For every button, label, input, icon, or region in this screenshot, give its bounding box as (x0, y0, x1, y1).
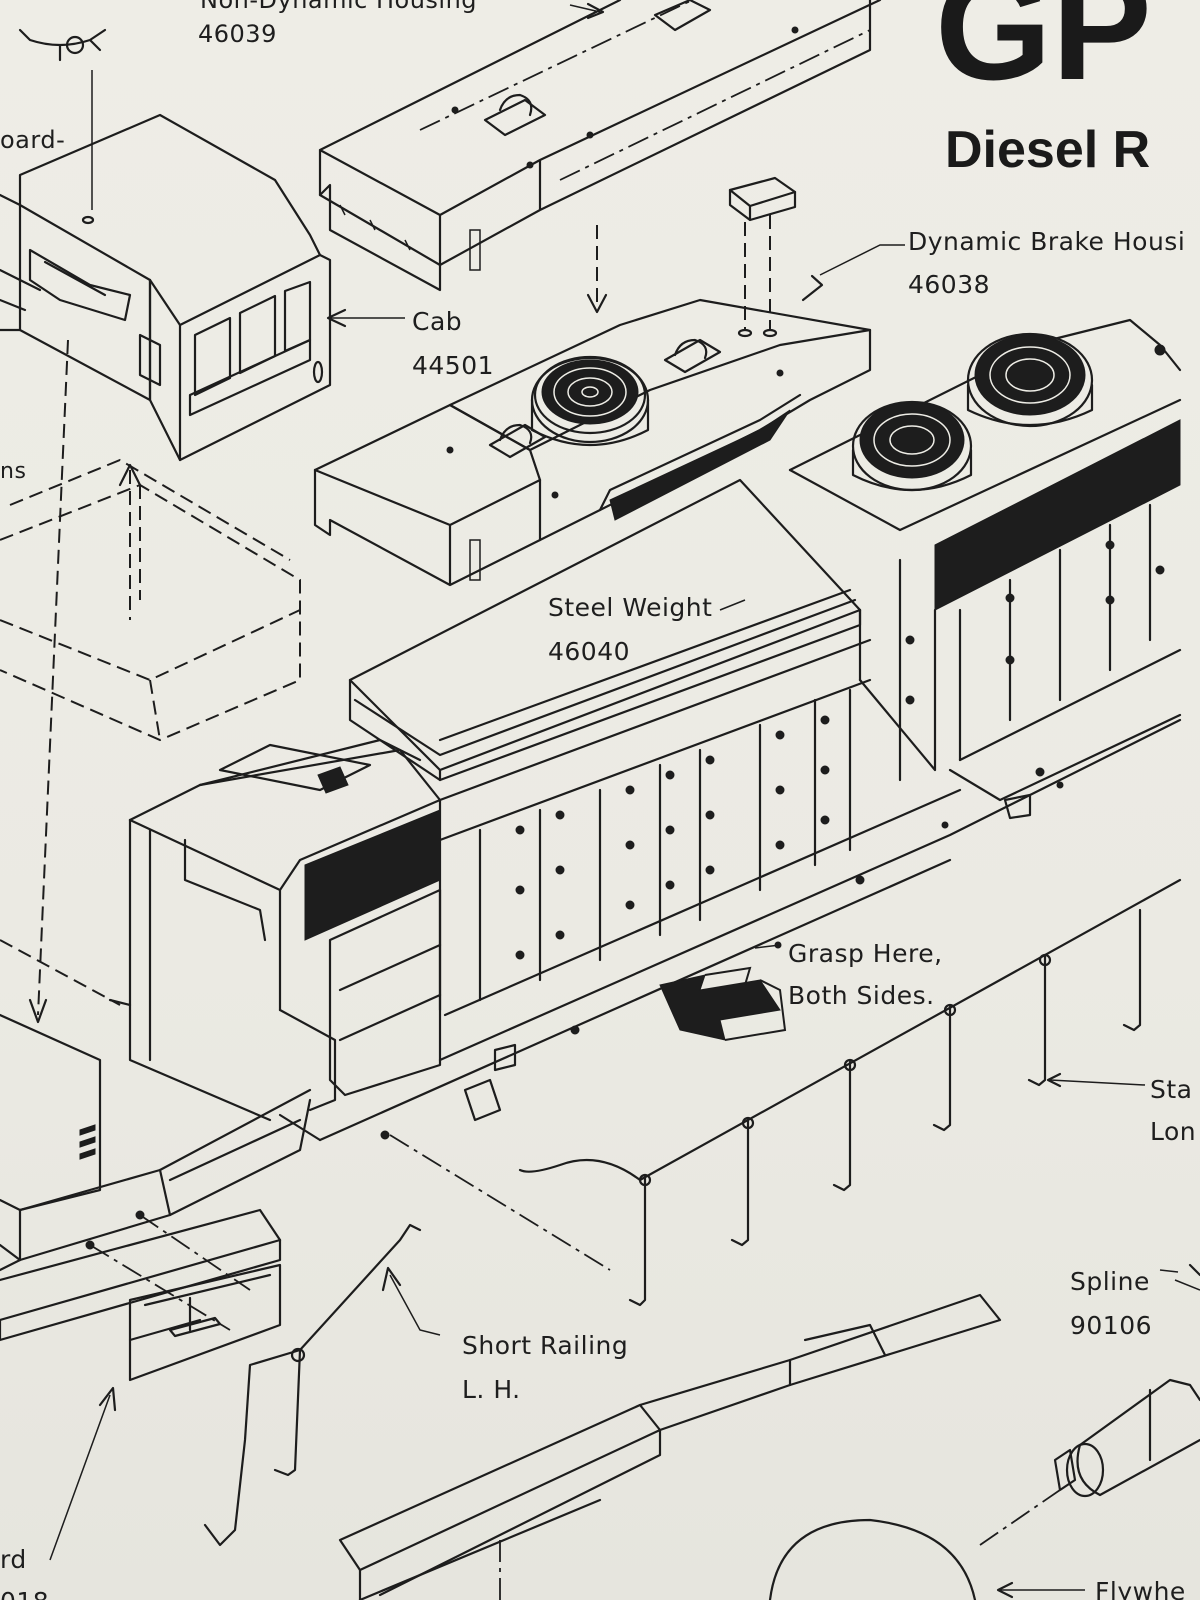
model-subtitle: Diesel R (945, 121, 1151, 179)
cab-part (0, 113, 332, 462)
non-dynamic-housing (318, 0, 882, 292)
dynamic-brake-housing-label: Dynamic Brake Housi (908, 227, 1186, 256)
grasp-label-line2: Both Sides. (788, 981, 935, 1010)
cab-label: Cab (412, 307, 463, 336)
horn-part-number: 46039 (198, 20, 277, 48)
flywheel-label-fragment: Flywhe (1095, 1577, 1186, 1600)
short-railing-label: Short Railing (462, 1331, 629, 1360)
flywheel-part (768, 1489, 1061, 1600)
steel-weight-label: Steel Weight (548, 593, 713, 622)
spline-label: Spline (1070, 1267, 1150, 1296)
cab-part-number: 44501 (412, 351, 495, 380)
stanchion-label-fragment-2: Lon (1150, 1117, 1197, 1146)
front-pilot (0, 1013, 611, 1342)
grasp-label-line1: Grasp Here, (788, 939, 943, 968)
non-dynamic-housing-label: Non-Dynamic Housing (200, 0, 478, 14)
grasp-arrow-icon (659, 966, 787, 1041)
short-railing-side: L. H. (462, 1375, 521, 1404)
stanchion-label-fragment-1: Sta (1150, 1075, 1193, 1104)
spline-part-number: 90106 (1070, 1311, 1153, 1340)
cap-part (728, 176, 797, 338)
left-edge-label-fragment: ns (0, 459, 27, 484)
dashed-box-part (0, 458, 301, 742)
long-railing (518, 878, 1182, 1307)
rear-hood (788, 318, 1182, 802)
bottom-left-label-fragment-1: rd (0, 1545, 27, 1574)
dynamic-brake-part-number: 46038 (908, 270, 991, 299)
motor-coupling (1053, 1279, 1200, 1498)
board-label-fragment: oard- (0, 126, 66, 154)
short-railing-lh (203, 1223, 422, 1547)
drive-shaft (338, 1293, 1002, 1600)
steel-weight-part-number: 46040 (548, 637, 631, 666)
pilot-bracket (128, 1263, 282, 1382)
dynamic-brake-housing (313, 298, 872, 587)
model-title: GP (935, 0, 1152, 111)
long-hood-body (108, 638, 1182, 1142)
bottom-left-label-fragment-2: 018 (0, 1582, 49, 1600)
horn-part (18, 28, 107, 62)
